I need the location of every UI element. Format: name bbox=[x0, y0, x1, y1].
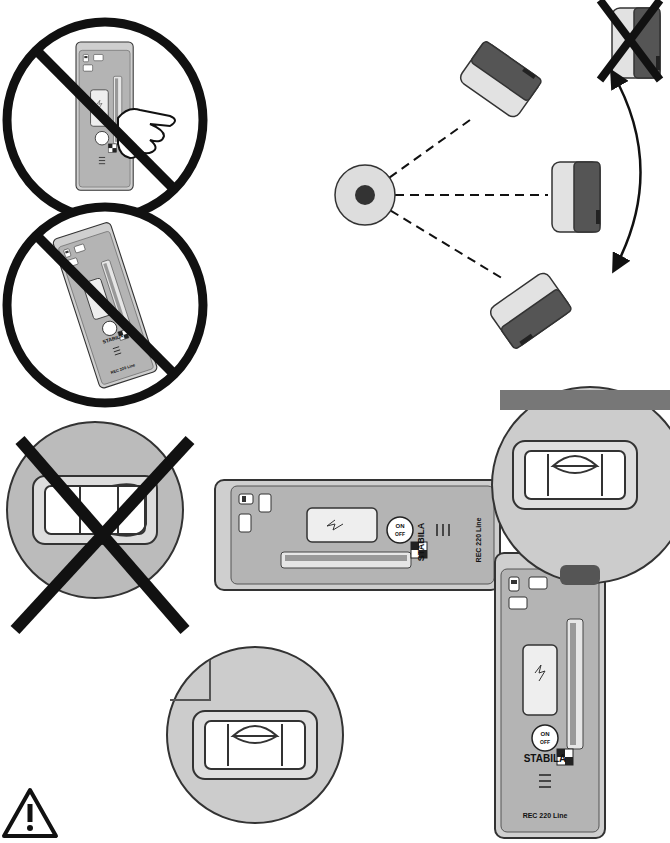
model-name: REC 220 Line bbox=[475, 518, 482, 563]
brand-name: STABILA bbox=[524, 754, 567, 764]
model-name: REC 220 Line bbox=[523, 812, 568, 819]
prohibited-hand-cover bbox=[7, 22, 203, 218]
button-label: OFF bbox=[395, 532, 405, 537]
brand-name: STABILA bbox=[417, 523, 426, 561]
horizontal-receiver bbox=[215, 480, 500, 590]
vertical-receiver bbox=[495, 553, 605, 838]
button-label: ON bbox=[541, 731, 550, 737]
warning-sign bbox=[4, 790, 56, 836]
button-label: OFF bbox=[540, 740, 550, 745]
vertical-vial-zoom bbox=[492, 387, 670, 585]
beam-angle-figure bbox=[335, 0, 660, 350]
wrong-vial-zoom bbox=[7, 422, 190, 630]
prohibited-tilt bbox=[7, 207, 203, 403]
button-label: ON bbox=[396, 523, 405, 529]
horizontal-vial-zoom bbox=[167, 647, 343, 823]
